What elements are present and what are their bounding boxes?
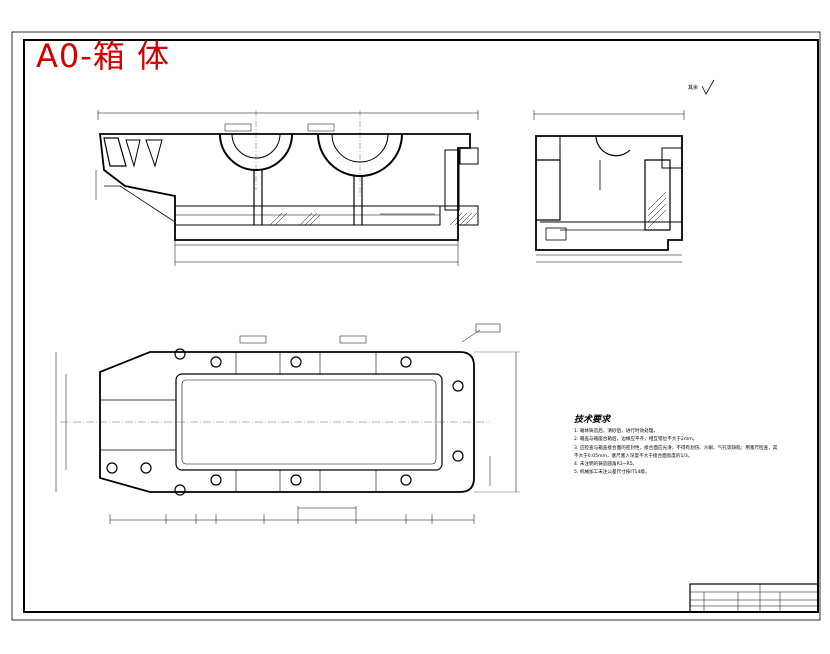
technical-requirements-heading: 技术要求	[574, 415, 611, 425]
requirement-line: 4. 未注明的铸造圆角R3~R5。	[574, 462, 638, 468]
drawing-title: A0-箱 体	[36, 37, 170, 75]
roughness-note: 其余	[688, 85, 699, 91]
roughness-symbol	[701, 79, 715, 95]
requirement-line: 不大于0.05mm，塞尺塞入深度不大于接合面宽度的1/3。	[574, 453, 693, 459]
inner-frame	[23, 39, 819, 613]
title-block	[689, 583, 819, 613]
outer-border	[11, 31, 821, 621]
side-view	[533, 110, 685, 263]
requirement-line: 2. 箱盖与箱座合箱后，边缘应平齐，相互错位不大于2mm。	[574, 437, 698, 443]
requirement-line: 5. 机械加工未注公差尺寸按IT14级。	[574, 470, 650, 476]
requirement-line: 3. 应检查与箱盖接合面的密封性，接合面应光滑，不得有划伤、沙眼、气孔等缺陷；用…	[574, 445, 778, 451]
top-view	[55, 323, 520, 524]
requirement-line: 1. 箱体铸造后，清砂后，进行时效处理。	[574, 429, 658, 434]
front-view	[95, 110, 479, 266]
technical-requirements: 技术要求 1. 箱体铸造后，清砂后，进行时效处理。 2. 箱盖与箱座合箱后，边缘…	[574, 412, 804, 478]
